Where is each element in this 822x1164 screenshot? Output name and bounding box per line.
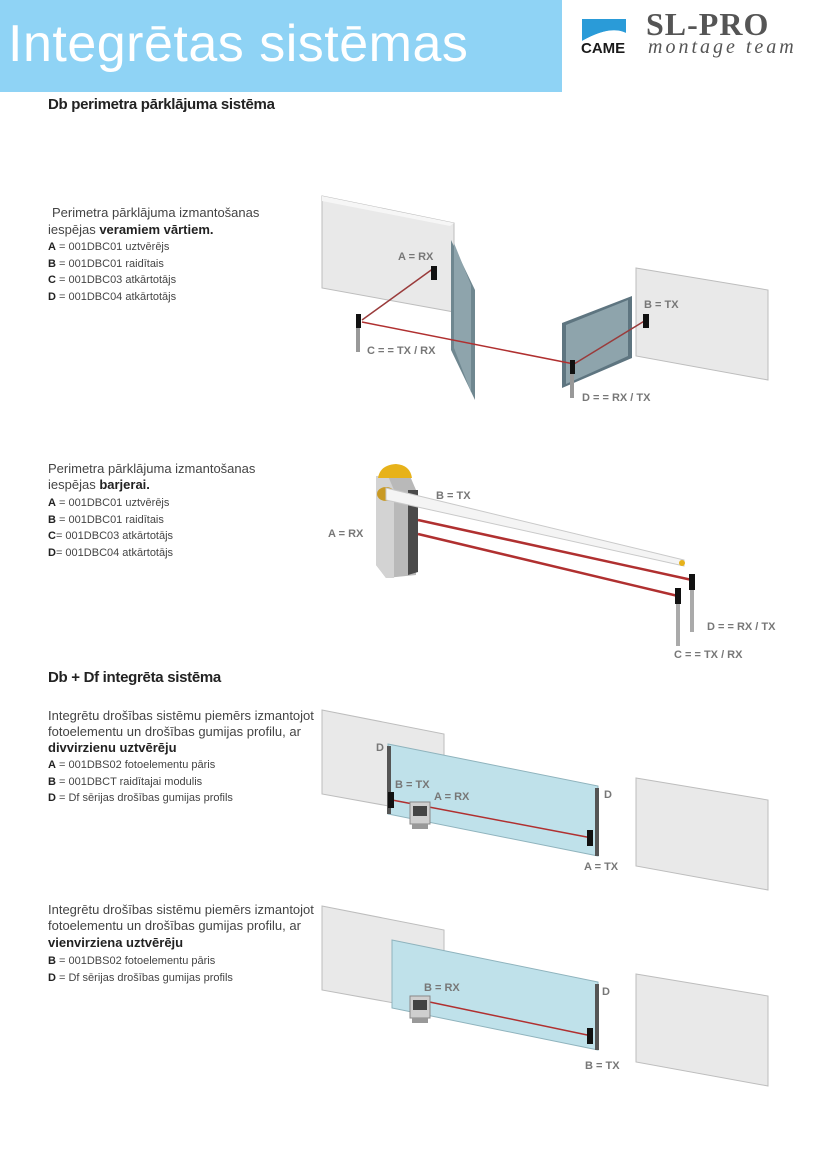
list-item: B = 001DBCT raidītajai modulis — [48, 775, 203, 788]
block1-label-b: B = TX — [644, 299, 679, 311]
header-banner — [0, 0, 562, 92]
block1-item-list: A = 001DBC01 uztvērējs B = 001DBC01 raid… — [48, 239, 176, 305]
list-item: B = 001DBC01 raidītais — [48, 257, 164, 270]
block1-label-c: C = = TX / RX — [367, 345, 436, 357]
list-item: A = 001DBS02 fotoelementu pāris — [48, 759, 216, 771]
block3-intro-line2: fotoelementu un drošības gumijas profilu… — [48, 724, 301, 739]
block2-label-b: B = TX — [436, 490, 471, 502]
slpro-logo: SL-PRO — [646, 6, 770, 42]
block3-intro-line3: divvirzienu uztvērēju — [48, 740, 177, 755]
block3-label-d-left: D — [376, 742, 384, 754]
page-title: Integrētas sistēmas — [8, 15, 469, 73]
block4-label-brx: B = RX — [424, 982, 460, 994]
block2-item-list: A = 001DBC01 uztvērējs B = 001DBC01 raid… — [48, 495, 173, 561]
block2-label-d: D = = RX / TX — [707, 621, 776, 633]
list-item: C= 001DBC03 atkārtotājs — [48, 530, 174, 542]
block1-intro-line1: Perimetra pārklājuma izmantošanas — [52, 205, 260, 220]
list-item: B = 001DBS02 fotoelementu pāris — [48, 955, 216, 967]
block4-intro-line1: Integrētu drošības sistēmu piemērs izman… — [48, 902, 314, 917]
list-item: B = 001DBC01 raidītais — [48, 513, 164, 526]
block3-label-arx: A = RX — [434, 791, 470, 803]
block1-intro-line2: iespējas veramiem vārtiem. — [48, 222, 214, 237]
block3-label-d-right: D — [604, 789, 612, 801]
block3-label-atx: A = TX — [584, 861, 619, 873]
block2-label-a: A = RX — [328, 528, 364, 540]
block1-label-a: A = RX — [398, 251, 434, 263]
block4-item-list: B = 001DBS02 fotoelementu pāris D = Df s… — [48, 953, 233, 986]
list-item: D = Df sērijas drošības gumijas profils — [48, 792, 233, 804]
list-item: C = 001DBC03 atkārtotājs — [48, 274, 177, 286]
block2-label-c: C = = TX / RX — [674, 649, 743, 661]
block4-label-d: D — [602, 986, 610, 998]
block2-intro-line1: Perimetra pārklājuma izmantošanas — [48, 461, 256, 476]
list-item: D = 001DBC04 atkārtotājs — [48, 290, 177, 303]
section-heading-perimeter: Db perimetra pārklājuma sistēma — [48, 96, 275, 113]
block3-item-list: A = 001DBS02 fotoelementu pāris B = 001D… — [48, 757, 233, 807]
block4-intro-line2: fotoelementu un drošības gumijas profilu… — [48, 918, 301, 933]
block4-intro-line3: vienvirziena uztvērēju — [48, 935, 184, 950]
section-heading-integrated: Db + Df integrēta sistēma — [48, 669, 221, 686]
block3-label-btx: B = TX — [395, 779, 430, 791]
block3-intro-line1: Integrētu drošības sistēmu piemērs izman… — [48, 708, 314, 723]
list-item: A = 001DBC01 uztvērējs — [48, 497, 170, 509]
list-item: D = Df sērijas drošības gumijas profils — [48, 971, 233, 984]
block1-label-d: D = = RX / TX — [582, 392, 651, 404]
came-logo-icon — [582, 19, 626, 45]
list-item: A = 001DBC01 uztvērējs — [48, 241, 170, 253]
block2-intro-line2: iespējas barjerai. — [48, 477, 150, 492]
list-item: D= 001DBC04 atkārtotājs — [48, 546, 174, 559]
block4-label-btx: B = TX — [585, 1060, 620, 1072]
came-logo-text: CAME — [581, 40, 626, 57]
slpro-tagline: montage team — [648, 36, 797, 58]
